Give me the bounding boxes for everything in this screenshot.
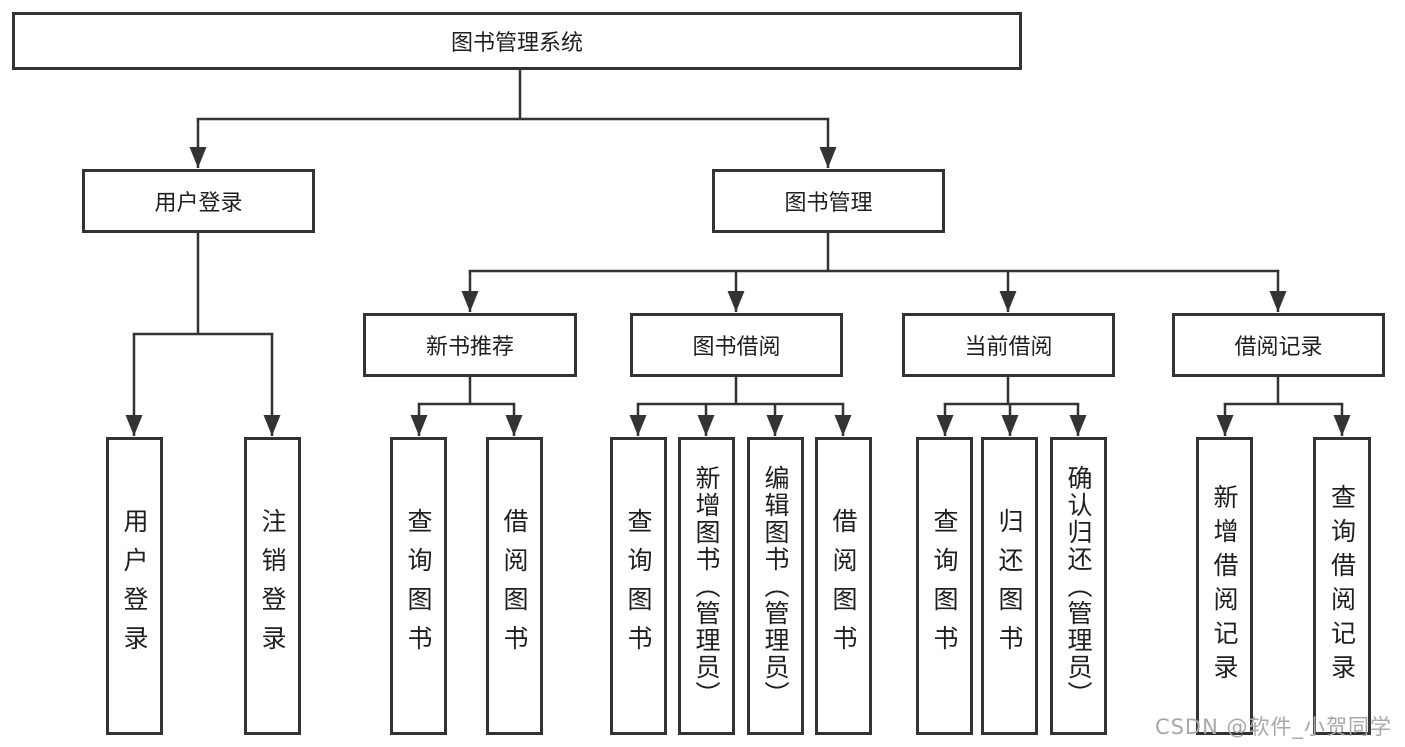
node-borrow-records: 借阅记录 <box>1172 313 1385 377</box>
node-borrow-book-recommend: 借阅图书 <box>486 437 543 735</box>
node-label: 注销登录 <box>258 508 287 664</box>
node-label: 查询图书 <box>930 508 959 664</box>
node-confirm-return-admin: 确认归还（管理员） <box>1050 437 1107 735</box>
node-label: 新增图书（管理员） <box>692 464 721 708</box>
node-return-book: 归还图书 <box>981 437 1038 735</box>
node-edit-book-admin: 编辑图书（管理员） <box>747 437 804 735</box>
node-label: 归还图书 <box>995 508 1024 664</box>
node-label: 确认归还（管理员） <box>1064 464 1093 708</box>
node-user-login: 用户登录 <box>106 437 163 735</box>
node-new-book-recommend: 新书推荐 <box>363 313 577 377</box>
node-label: 借阅图书 <box>829 508 858 664</box>
node-library-management-system: 图书管理系统 <box>12 12 1022 70</box>
node-label: 新增借阅记录 <box>1210 484 1239 688</box>
node-label: 查询借阅记录 <box>1327 484 1357 688</box>
node-label: 借阅图书 <box>500 508 529 664</box>
node-label: 新书推荐 <box>425 335 514 360</box>
node-book-management: 图书管理 <box>712 169 945 233</box>
node-borrow-book: 借阅图书 <box>815 437 872 735</box>
node-query-borrow-record: 查询借阅记录 <box>1313 437 1371 735</box>
node-label: 图书管理 <box>784 191 873 216</box>
node-label: 当前借阅 <box>964 335 1053 360</box>
node-query-books-borrowing: 查询图书 <box>610 437 667 735</box>
node-label: 查询图书 <box>624 508 653 664</box>
node-query-books-recommend: 查询图书 <box>390 437 447 735</box>
node-label: 借阅记录 <box>1234 335 1323 360</box>
node-label: 图书借阅 <box>692 335 781 360</box>
watermark: CSDN @软件_小贺同学 <box>1154 715 1392 739</box>
node-current-borrowing: 当前借阅 <box>902 313 1115 377</box>
node-user-login-group: 用户登录 <box>82 169 315 233</box>
node-label: 用户登录 <box>154 191 243 216</box>
node-label: 用户登录 <box>120 508 149 664</box>
node-label: 查询图书 <box>404 508 433 664</box>
node-add-book-admin: 新增图书（管理员） <box>678 437 735 735</box>
node-logout: 注销登录 <box>244 437 301 735</box>
node-label: 编辑图书（管理员） <box>761 464 790 708</box>
node-label: 图书管理系统 <box>450 31 583 56</box>
node-add-borrow-record: 新增借阅记录 <box>1196 437 1253 735</box>
node-book-borrowing: 图书借阅 <box>630 313 843 377</box>
node-query-books-current: 查询图书 <box>916 437 973 735</box>
